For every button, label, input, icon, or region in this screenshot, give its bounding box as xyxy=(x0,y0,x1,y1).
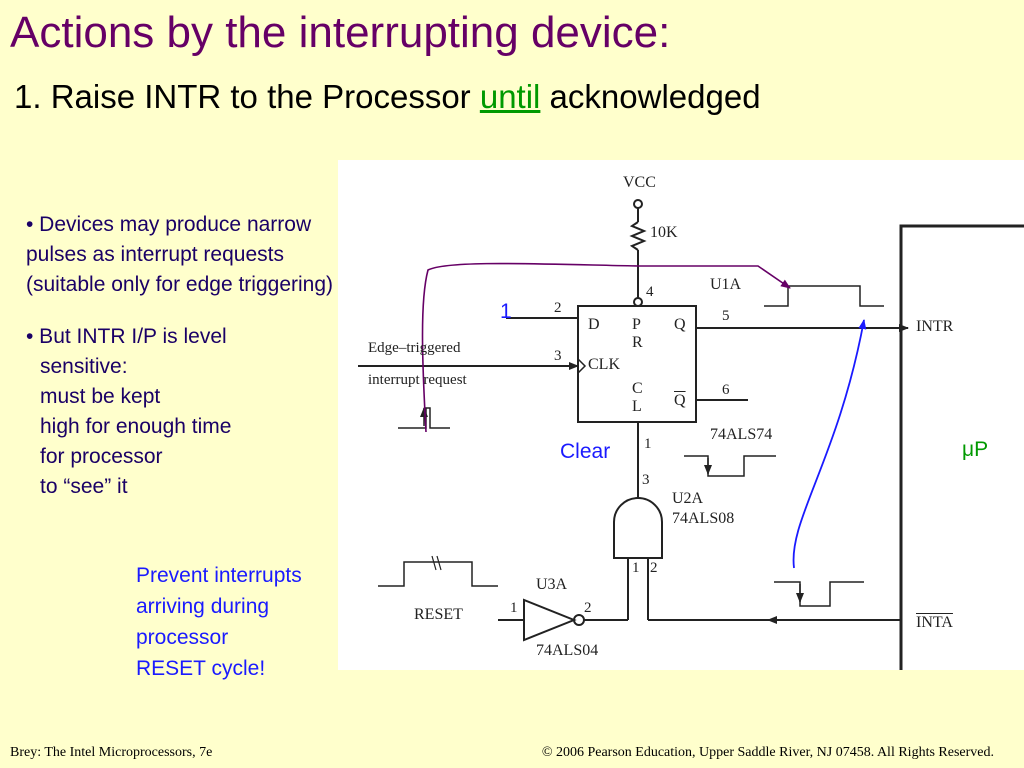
microprocessor-label: μP xyxy=(962,438,988,462)
subtitle-text-pre: 1. Raise INTR to the Processor xyxy=(14,78,480,115)
reset-waveform xyxy=(378,561,498,587)
footer-right: © 2006 Pearson Education, Upper Saddle R… xyxy=(541,745,994,760)
circuit-diagram: VCC 10K U1A 74ALS74 D P R Q CLK C L Q 2 … xyxy=(338,160,1024,670)
blue-ack-curve xyxy=(792,319,867,569)
bullet-1-line-2: pulses as interrupt requests xyxy=(26,243,284,266)
microprocessor-box xyxy=(899,224,1024,670)
u1a-name-label: U1A xyxy=(710,276,742,293)
bullet-list: • Devices may produce narrow pulses as i… xyxy=(26,210,333,502)
slide-title: Actions by the interrupting device: xyxy=(10,8,671,57)
circuit-schematic xyxy=(358,199,1024,670)
intr-waveform xyxy=(764,285,884,307)
slide-subtitle: 1. Raise INTR to the Processor until ack… xyxy=(14,78,761,116)
resistor-label: 10K xyxy=(650,224,678,241)
inverter-u3a xyxy=(523,598,577,642)
pullup-resistor xyxy=(629,221,647,251)
bullet-1-line-1: • Devices may produce narrow xyxy=(26,213,312,236)
vcc-terminal xyxy=(633,199,643,209)
pin-l-label: L xyxy=(632,398,642,415)
pin-1-label: 1 xyxy=(644,436,652,452)
and-gate-u2a xyxy=(613,497,663,559)
clear-label: Clear xyxy=(560,440,611,463)
pin-r-label: R xyxy=(632,334,643,351)
pin-d-label: D xyxy=(588,316,600,333)
purple-annotation-curve xyxy=(421,262,791,433)
pin-clk-label: CLK xyxy=(588,356,620,373)
bullet-2-line-6: to “see” it xyxy=(40,475,128,498)
u3a-part-label: 74ALS04 xyxy=(536,642,599,659)
reset-note-line-1: Prevent interrupts xyxy=(136,564,302,587)
pin-2-label: 2 xyxy=(554,300,562,316)
p-symbol: P xyxy=(974,438,989,461)
narrow-pulse-waveform xyxy=(398,407,450,429)
inta-label: INTA xyxy=(916,614,953,631)
u2a-part-label: 74ALS08 xyxy=(672,510,735,527)
clear-waveform xyxy=(684,455,776,477)
u3a-in-label: 1 xyxy=(510,600,518,616)
vcc-label: VCC xyxy=(623,174,656,191)
footer-left: Brey: The Intel Microprocessors, 7e xyxy=(10,745,213,760)
pin-c-label: C xyxy=(632,380,643,397)
d-input-high-label: 1 xyxy=(500,300,512,323)
bullet-2-line-5: for processor xyxy=(40,445,163,468)
intr-label: INTR xyxy=(916,318,954,335)
pin-6-label: 6 xyxy=(722,382,730,398)
mu-symbol: μ xyxy=(962,438,975,461)
pin-4-label: 4 xyxy=(646,284,654,300)
pin-5-label: 5 xyxy=(722,308,730,324)
pin-qbar-label: Q xyxy=(674,392,686,409)
u3a-out-label: 2 xyxy=(584,600,592,616)
reset-note-line-4: RESET cycle! xyxy=(136,657,266,680)
u3a-name-label: U3A xyxy=(536,576,568,593)
pin-q-label: Q xyxy=(674,316,686,333)
reset-note-line-2: arriving during xyxy=(136,595,270,618)
u2a-in2-label: 2 xyxy=(650,560,658,576)
bullet-2-line-2: sensitive: xyxy=(40,355,128,378)
interrupt-request-label: interrupt request xyxy=(368,372,467,388)
u2a-name-label: U2A xyxy=(672,490,704,507)
pin-p-label: P xyxy=(632,316,641,333)
pin-3-label: 3 xyxy=(554,348,562,364)
bullet-1-line-3: (suitable only for edge triggering) xyxy=(26,273,334,296)
reset-label: RESET xyxy=(414,606,463,623)
u2a-pin-3-label: 3 xyxy=(642,472,650,488)
u1a-part-label: 74ALS74 xyxy=(710,426,773,443)
bullet-2-line-4: high for enough time xyxy=(40,415,232,438)
bullet-2-line-1: • But INTR I/P is level xyxy=(26,325,227,348)
inta-waveform xyxy=(774,581,864,607)
u2a-in1-label: 1 xyxy=(632,560,640,576)
edge-triggered-label: Edge–triggered xyxy=(368,340,461,356)
reset-note: Prevent interrupts arriving during proce… xyxy=(136,560,302,684)
subtitle-emphasis-until: until xyxy=(479,78,541,115)
subtitle-text-post: acknowledged xyxy=(540,78,761,115)
bullet-2-line-3: must be kept xyxy=(40,385,161,408)
reset-note-line-3: processor xyxy=(136,626,229,649)
